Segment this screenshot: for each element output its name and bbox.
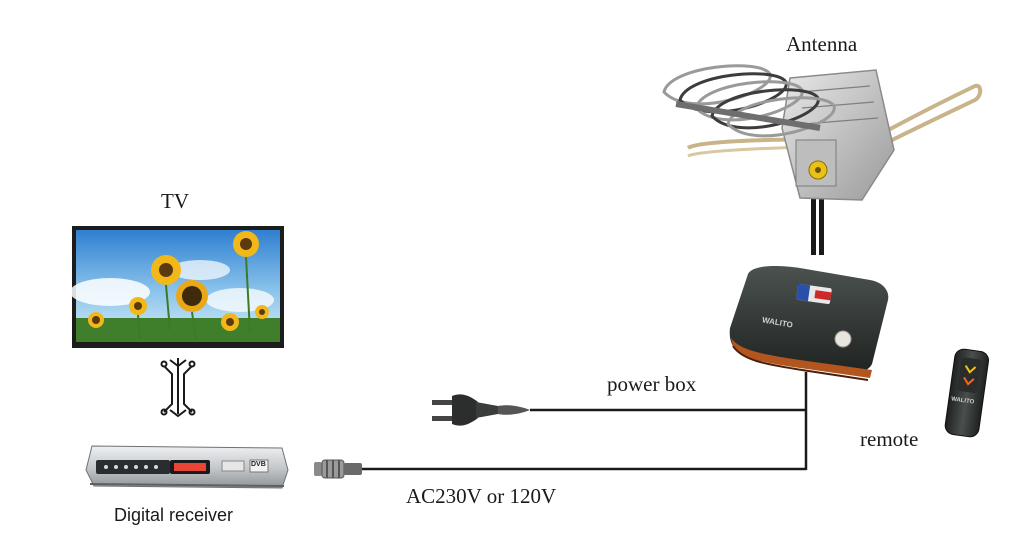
tv-label: TV xyxy=(161,189,189,214)
power-box-label: power box xyxy=(607,372,696,397)
receiver-logo: DVB xyxy=(251,461,266,468)
antenna-illustration xyxy=(664,66,980,200)
split-cable-icon xyxy=(162,358,195,416)
voltage-label: AC230V or 120V xyxy=(406,484,556,509)
power-box-device xyxy=(730,266,889,380)
receiver-label: Digital receiver xyxy=(114,505,233,526)
remote-label: remote xyxy=(860,427,918,452)
tv-device xyxy=(70,226,284,348)
power-plug-icon xyxy=(432,394,530,425)
antenna-label: Antenna xyxy=(786,32,857,57)
remote-device xyxy=(944,348,990,438)
coax-connector-icon xyxy=(314,460,362,478)
wiring xyxy=(362,372,806,470)
